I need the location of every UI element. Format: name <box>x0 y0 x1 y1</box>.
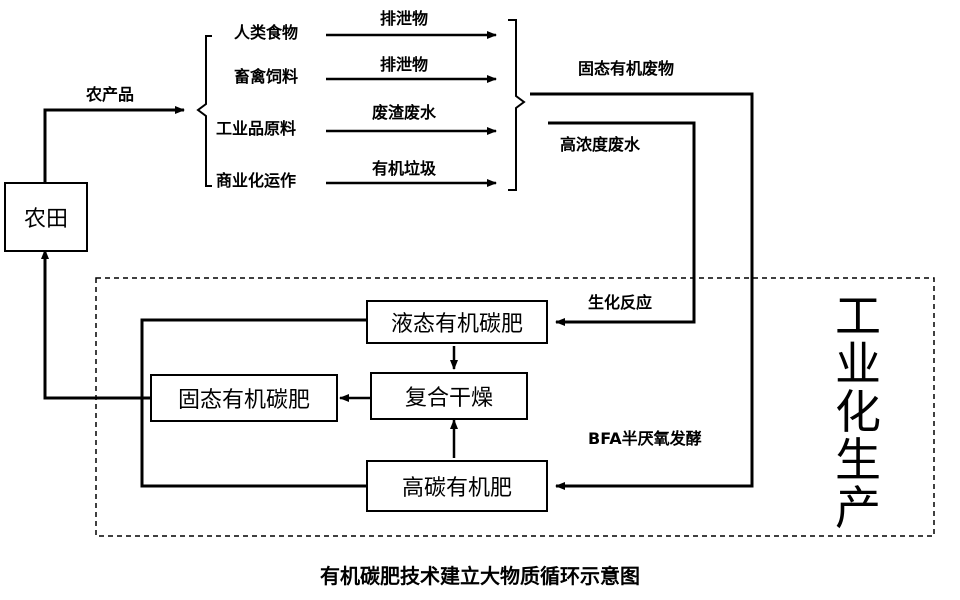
return-to-farmland-arrow <box>41 249 150 400</box>
output-label-3: 废渣废水 <box>372 103 437 122</box>
solid-waste-label: 固态有机废物 <box>578 59 675 78</box>
left-brace <box>196 35 212 187</box>
agri-products-arrow <box>43 106 185 182</box>
use-label-3: 工业品原料 <box>216 119 297 138</box>
high-carbon-fertilizer-box: 高碳有机肥 <box>366 460 548 512</box>
right-brace <box>508 19 526 191</box>
compound-drying-box: 复合干燥 <box>370 372 528 420</box>
high-conc-wastewater-label: 高浓度废水 <box>560 135 641 154</box>
biochem-reaction-label: 生化反应 <box>588 293 653 312</box>
left-loop-line <box>140 318 366 488</box>
wastewater-line <box>548 121 696 326</box>
industrial-production-region <box>95 277 935 537</box>
bfa-fermentation-label: BFA半厌氧发酵 <box>588 429 702 448</box>
liquid-fertilizer-box: 液态有机碳肥 <box>366 300 548 344</box>
industrial-char-4: 生 <box>835 433 881 487</box>
output-label-1: 排泄物 <box>380 9 429 28</box>
output-label-4: 有机垃圾 <box>372 159 437 178</box>
agri-products-label: 农产品 <box>86 85 135 104</box>
farmland-box: 农田 <box>4 182 88 252</box>
industrial-production-label: 工 业 化 生 产 <box>826 292 890 532</box>
use-label-4: 商业化运作 <box>216 171 297 190</box>
industrial-char-3: 化 <box>835 385 881 439</box>
industrial-char-2: 业 <box>835 337 881 391</box>
diagram-caption: 有机碳肥技术建立大物质循环示意图 <box>320 564 640 588</box>
solid-waste-line <box>530 92 754 490</box>
output-label-2: 排泄物 <box>380 55 429 74</box>
use-label-2: 畜禽饲料 <box>234 67 299 86</box>
industrial-char-5: 产 <box>835 481 881 535</box>
use-label-1: 人类食物 <box>234 23 299 42</box>
industrial-char-1: 工 <box>835 289 881 343</box>
solid-fertilizer-box: 固态有机碳肥 <box>150 374 338 422</box>
